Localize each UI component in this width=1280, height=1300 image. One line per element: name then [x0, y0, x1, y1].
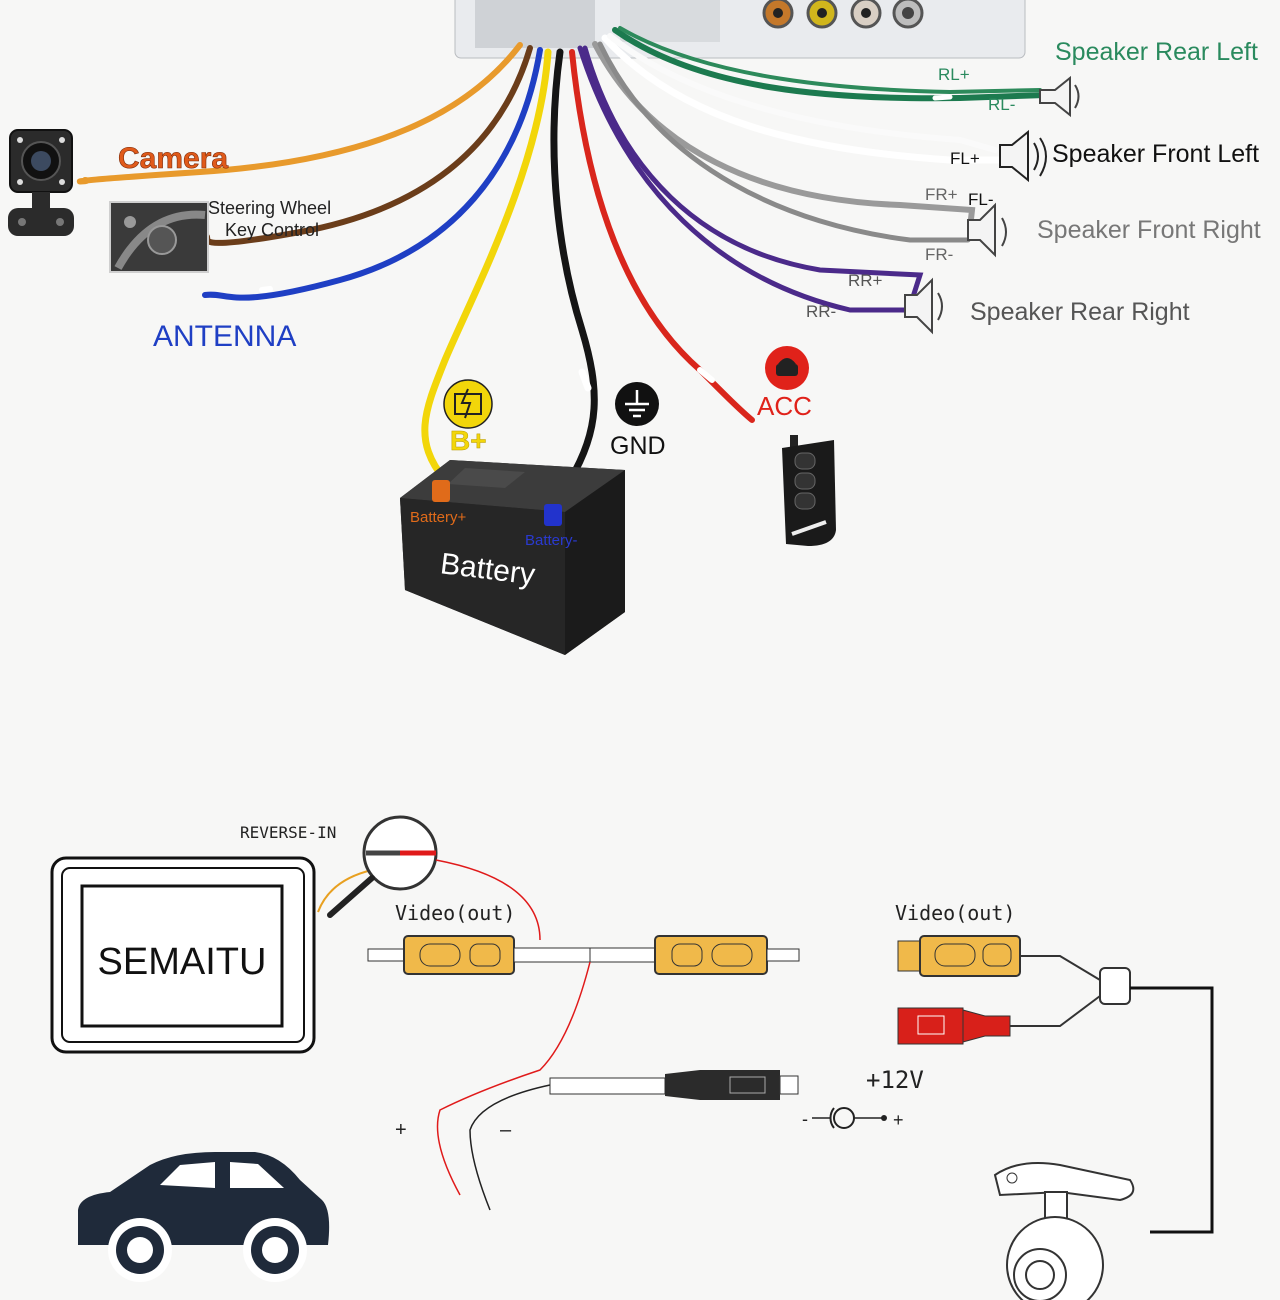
battery-warning-icon — [443, 379, 493, 429]
bplus-wire — [421, 48, 552, 484]
camera-label: Camera — [118, 142, 228, 175]
power-cable — [436, 961, 799, 1211]
polarity-minus: - — [802, 1109, 808, 1129]
rca-jacks — [762, 0, 924, 29]
polarity-plus: + — [893, 1110, 904, 1130]
speaker-rear-left-label: Speaker Rear Left — [1055, 38, 1258, 66]
key-fob-icon — [782, 435, 836, 546]
head-unit-display: SEMAITU — [50, 856, 316, 1054]
terminal-fr-plus: FR+ — [925, 185, 958, 204]
speaker-icon — [999, 129, 1047, 183]
speaker-icon — [904, 277, 943, 335]
speaker-icon — [967, 202, 1007, 258]
speaker-front-right-label: Speaker Front Right — [1037, 216, 1261, 244]
acc-label: ACC — [757, 391, 812, 421]
brand-text: SEMAITU — [98, 941, 267, 983]
rear-right-wire — [582, 45, 924, 303]
battery-neg-label: Battery- — [525, 532, 578, 549]
wire-harness — [76, 26, 1048, 509]
terminal-rr-minus: RR- — [806, 302, 836, 321]
car-icon — [78, 1152, 330, 1282]
rear-left-wire — [612, 27, 1048, 102]
gnd-label: GND — [610, 432, 666, 460]
front-left-wire — [601, 34, 1004, 164]
antenna-label: ANTENNA — [153, 320, 296, 353]
video-out-right-label: Video(out) — [895, 901, 1015, 925]
antenna-wire — [202, 47, 543, 301]
battery-pos-label: Battery+ — [410, 509, 467, 526]
minus-label: – — [500, 1119, 512, 1141]
ignition-icon — [765, 346, 809, 390]
steering-wheel-icon — [109, 201, 209, 273]
reverse-in-label: REVERSE-IN — [240, 823, 336, 842]
speaker-front-left-label: Speaker Front Left — [1052, 140, 1259, 168]
ground-icon — [615, 382, 659, 426]
terminal-rr-plus: RR+ — [848, 271, 883, 290]
terminal-rl-plus: RL+ — [938, 65, 970, 84]
terminal-fl-minus: FL- — [968, 190, 994, 209]
speaker-rear-right-label: Speaker Rear Right — [970, 298, 1190, 326]
rca-cable — [367, 935, 800, 975]
camera-connectors — [897, 935, 1214, 1234]
steering-label-line2: Key Control — [225, 220, 319, 240]
camera-icon — [8, 129, 74, 236]
gnd-wire — [550, 48, 598, 509]
plus-label: + — [395, 1119, 407, 1141]
video-out-left-label: Video(out) — [395, 901, 515, 925]
steering-label: Steering Wheel — [208, 198, 331, 218]
speaker-icon — [1039, 75, 1080, 118]
dc-polarity-icon — [812, 1107, 887, 1129]
rear-camera-icon — [993, 1162, 1135, 1300]
camera-wire — [76, 42, 523, 185]
bplus-label: B+ — [450, 425, 487, 456]
terminal-fr-minus: FR- — [925, 245, 953, 264]
terminal-fl-plus: FL+ — [950, 149, 980, 168]
terminal-rl-minus: RL- — [988, 95, 1015, 114]
power-label: +12V — [866, 1066, 924, 1094]
magnifier-icon — [317, 815, 541, 941]
acc-wire — [569, 49, 755, 423]
battery-icon: Battery Battery+ Battery- — [400, 460, 625, 655]
